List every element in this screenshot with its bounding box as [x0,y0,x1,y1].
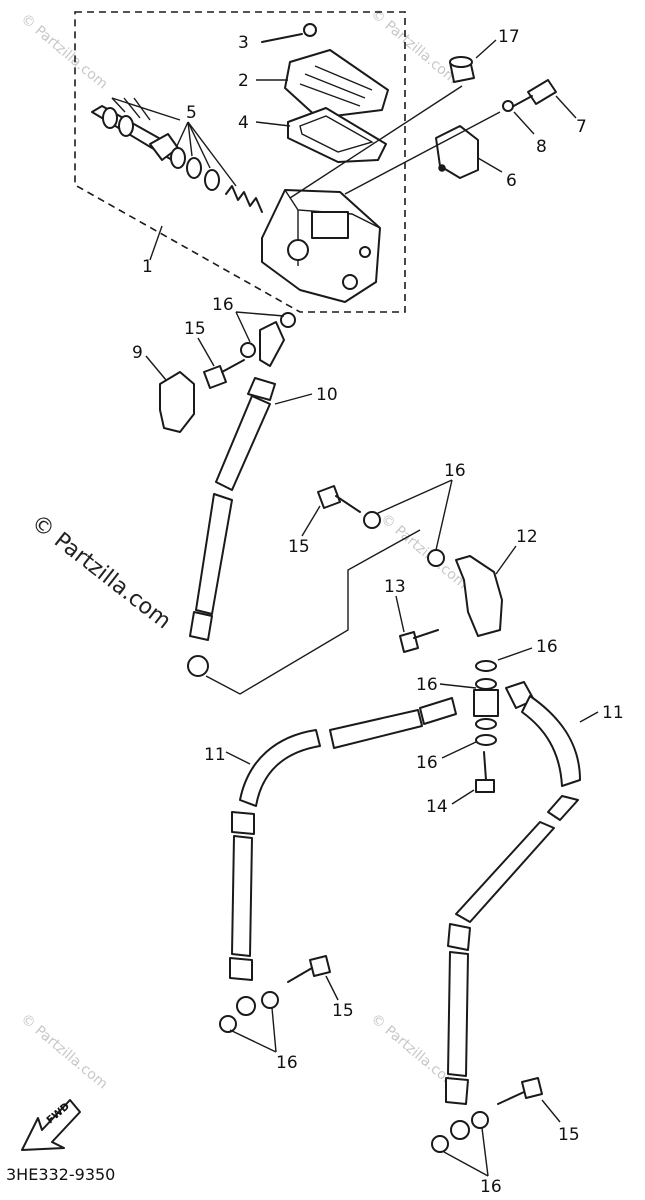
bolt-14 [475,751,495,793]
leader-15b [301,505,321,537]
callout-1: 1 [142,257,153,277]
leader-joint [205,529,421,695]
callout-7: 7 [576,117,587,137]
leader-15c [325,975,339,1001]
screw-3 [261,23,317,43]
washer-8 [502,100,514,112]
joint-12 [455,555,503,637]
callout-13: 13 [384,577,406,597]
three-way-joint [473,660,499,746]
washer-16-upper-b [240,342,256,358]
brake-hose-11-right [431,681,581,1153]
leader-16b [375,479,453,551]
leader-16e [441,741,477,759]
watermark-bottom-left: © Partzilla.com [17,1011,110,1093]
leader-17b [289,85,463,199]
assembly-outline [74,11,406,313]
leader-17 [475,39,497,59]
washer-16-upper-a [280,312,296,328]
bolt-13 [399,629,439,653]
callout-16g: 16 [480,1177,502,1197]
callout-16c: 16 [536,637,558,657]
reservoir-cap-2 [284,49,389,119]
leader-15d [541,1099,561,1123]
callout-11b: 11 [602,703,624,723]
leader-14 [451,789,475,805]
watermark-top-right: © Partzilla.com [367,6,460,88]
bolt-7 [509,79,557,109]
banjo-bolt-15-lower-left [287,955,331,983]
watermark-main: © Partzilla.com [26,510,175,634]
callout-3: 3 [238,33,249,53]
leader-7 [555,95,577,119]
callout-16a: 16 [212,295,234,315]
fwd-arrow-icon [21,1099,81,1151]
leader-16f [229,1007,277,1053]
callout-11a: 11 [204,745,226,765]
leader-13 [395,595,405,633]
leader-16a [235,311,285,343]
master-cylinder-body [261,189,381,303]
leader-6b [344,111,501,195]
callout-4: 4 [238,113,249,133]
leader-8 [513,111,535,135]
callout-9: 9 [132,343,143,363]
diagram-code: 3HE332-9350 [6,1165,115,1184]
watermark-top-left: © Partzilla.com [17,11,110,93]
callout-15a: 15 [184,319,206,339]
leader-9 [145,355,167,381]
leader-1 [149,225,163,261]
cap-17 [449,56,475,83]
callout-16e: 16 [416,753,438,773]
leader-4 [255,121,291,127]
leader-16c [497,647,533,661]
leader-11b [579,711,599,723]
leader-16g [443,1127,489,1177]
callout-8: 8 [536,137,547,157]
diaphragm-4 [287,107,387,163]
leader-12 [495,545,517,575]
cap-9 [159,371,195,433]
leader-11a [225,751,251,765]
callout-16f: 16 [276,1053,298,1073]
callout-2: 2 [238,71,249,91]
leader-15a [197,337,215,367]
callout-5: 5 [186,103,197,123]
banjo-bolt-15-lower-right [497,1077,543,1105]
holder-6 [435,125,479,179]
leader-10 [274,393,313,405]
callout-15c: 15 [332,1001,354,1021]
callout-10: 10 [316,385,338,405]
callout-17: 17 [498,27,520,47]
callout-12: 12 [516,527,538,547]
leader-6 [477,157,503,173]
brake-hose-10 [187,377,276,677]
banjo-bolt-15-middle [317,485,361,513]
callout-6: 6 [506,171,517,191]
callout-14: 14 [426,797,448,817]
piston-kit-5 [91,105,263,213]
brake-hose-11-left [219,697,457,1033]
washer-16-mid-b [427,549,445,567]
callout-15d: 15 [558,1125,580,1145]
leader-5 [111,97,237,187]
washer-16-mid-a [363,511,381,529]
callout-16b: 16 [444,461,466,481]
banjo-fitting-upper [259,321,285,367]
callout-15b: 15 [288,537,310,557]
leader-16d [439,683,477,689]
callout-16d: 16 [416,675,438,695]
banjo-bolt-15-upper [203,359,245,389]
